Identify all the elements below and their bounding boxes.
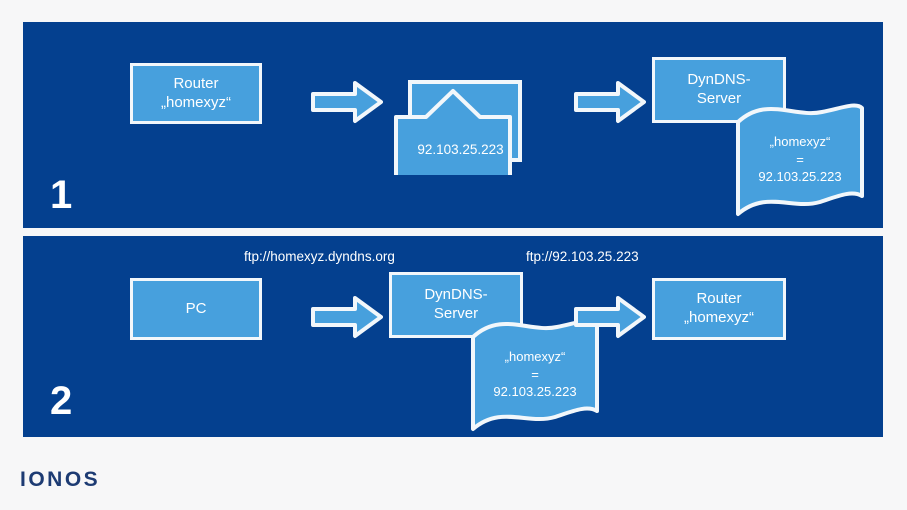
node-pc[interactable]: PC: [130, 278, 262, 340]
ionos-logo: IONOS: [20, 468, 101, 491]
node-router-2[interactable]: Router „homexyz“: [652, 278, 786, 340]
arrow-right-icon-2b: [574, 295, 646, 339]
dns-record-banner-1[interactable]: „homexyz“ = 92.103.25.223: [730, 100, 870, 220]
packet-ip-label-1: 92.103.25.223: [417, 142, 504, 157]
node-dyndns-server-1[interactable]: DynDNS- Server: [652, 57, 786, 123]
panel-step-2: 2 ftp://homexyz.dyndns.org ftp://92.103.…: [23, 236, 883, 437]
node-router-1[interactable]: Router „homexyz“: [130, 63, 262, 124]
dns-record-banner-text-2: „homexyz“ = 92.103.25.223: [493, 349, 577, 400]
arrow-right-icon-2a: [311, 295, 383, 339]
step-number-2: 2: [50, 379, 73, 423]
packet-ip-1[interactable]: 92.103.25.223: [388, 55, 533, 175]
step-number-1: 1: [50, 173, 73, 217]
dns-record-banner-text-1: „homexyz“ = 92.103.25.223: [758, 134, 842, 185]
panel-step-1: 1 Router „homexyz“ 92.103.25.223 DynDNS-…: [23, 22, 883, 228]
url-label-dyndns-hostname: ftp://homexyz.dyndns.org: [244, 249, 395, 264]
url-label-ip-address: ftp://92.103.25.223: [526, 249, 639, 264]
arrow-right-icon-1a: [311, 80, 383, 124]
arrow-right-icon-1b: [574, 80, 646, 124]
dns-record-banner-2[interactable]: „homexyz“ = 92.103.25.223: [465, 315, 605, 435]
